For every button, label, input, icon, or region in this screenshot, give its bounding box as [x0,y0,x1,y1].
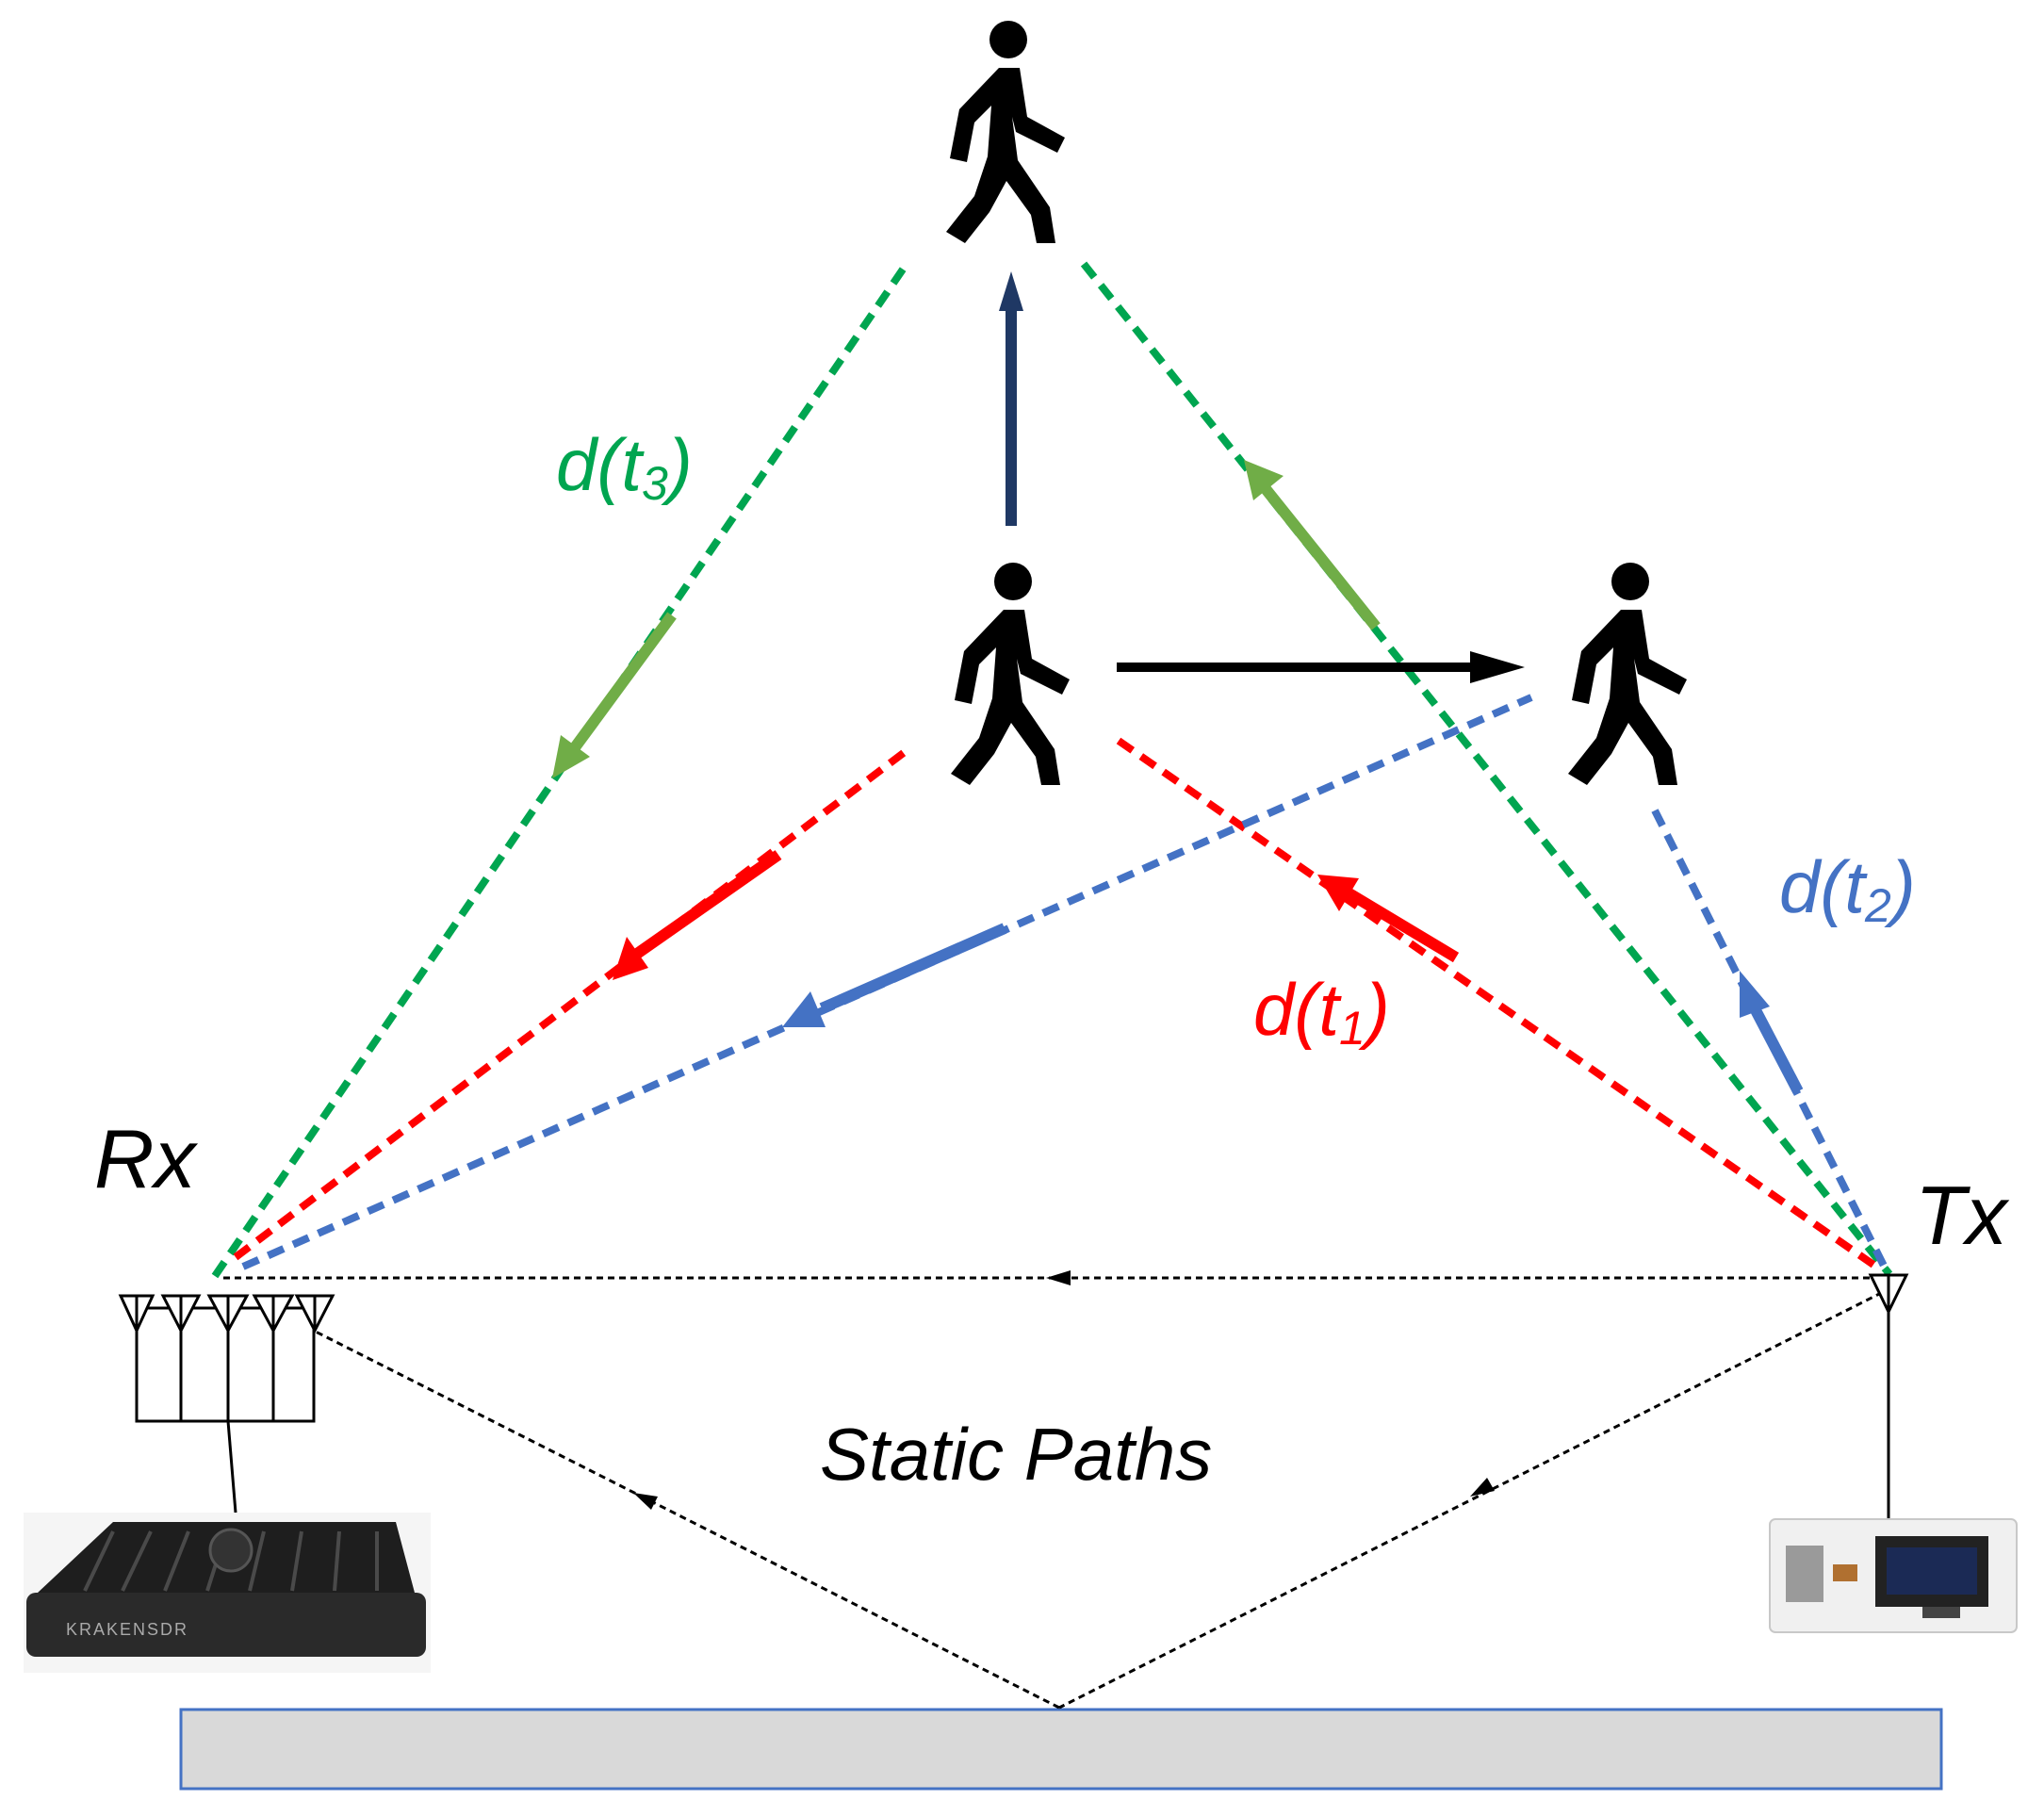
sdr-receiver-device: KRAKENSDR [24,1513,431,1673]
d-t2-label: d(t2) [1779,845,1916,932]
arrow-t1-right-line [1339,884,1460,963]
arrow-t1-left-head [613,937,648,980]
d-t2-sub: 2 [1864,879,1891,932]
arrow-right-head [1470,651,1525,683]
static-arrow-right [1470,1478,1495,1497]
path-t2 [241,694,1889,1270]
arrow-t2-left-head [782,991,826,1027]
arrow-t1-left-line [633,850,782,958]
path-t1 [233,737,1876,1268]
d-t1-label: d(t1) [1253,968,1390,1055]
rx-label: Rx [94,1112,199,1205]
person-walking-icon [946,21,1065,243]
arrow-t2-right-head [1740,971,1770,1018]
d-t3-sub: 3 [642,457,668,510]
d-t2-main: d(t [1779,845,1868,928]
person-walking-icon [1568,563,1687,785]
tx-label: Tx [1915,1169,2010,1262]
arrow-t2-left-line [819,923,1007,1014]
static-paths-label: Static Paths [820,1413,1212,1496]
direction-arrows [552,271,1804,1094]
floor-reflector [179,1708,1943,1791]
arrow-t2-right-line [1749,1006,1804,1094]
receiver-logo: KRAKENSDR [66,1620,188,1639]
d-t1-main: d(t [1253,968,1342,1051]
arrow-t3-right-head [1244,460,1284,500]
d-t3-label: d(t3) [556,423,693,510]
static-arrow-direct [1046,1270,1071,1285]
arrow-t3-right-line [1258,482,1381,630]
svg-text:d(t3): d(t3) [556,423,693,510]
arrow-t3-left-head [552,735,590,778]
svg-text:d(t2): d(t2) [1779,845,1916,932]
antenna-array-icon [118,1294,335,1514]
person-walking-icon [951,563,1070,785]
static-path-arrows [633,1270,1495,1510]
lora-transmitter-board [1769,1518,2018,1633]
d-t1-sub: 1 [1339,1002,1365,1055]
antenna-icon [1868,1273,1909,1525]
arrow-t3-left-line [565,612,677,758]
static-path-reflect-in [1058,1285,1893,1710]
arrow-t1-right-head [1317,875,1359,911]
d-t3-main: d(t [556,423,645,506]
static-path-reflect-out [305,1325,1060,1710]
arrow-up-head [999,271,1023,311]
static-arrow-left [633,1493,658,1510]
svg-text:d(t1): d(t1) [1253,968,1390,1055]
